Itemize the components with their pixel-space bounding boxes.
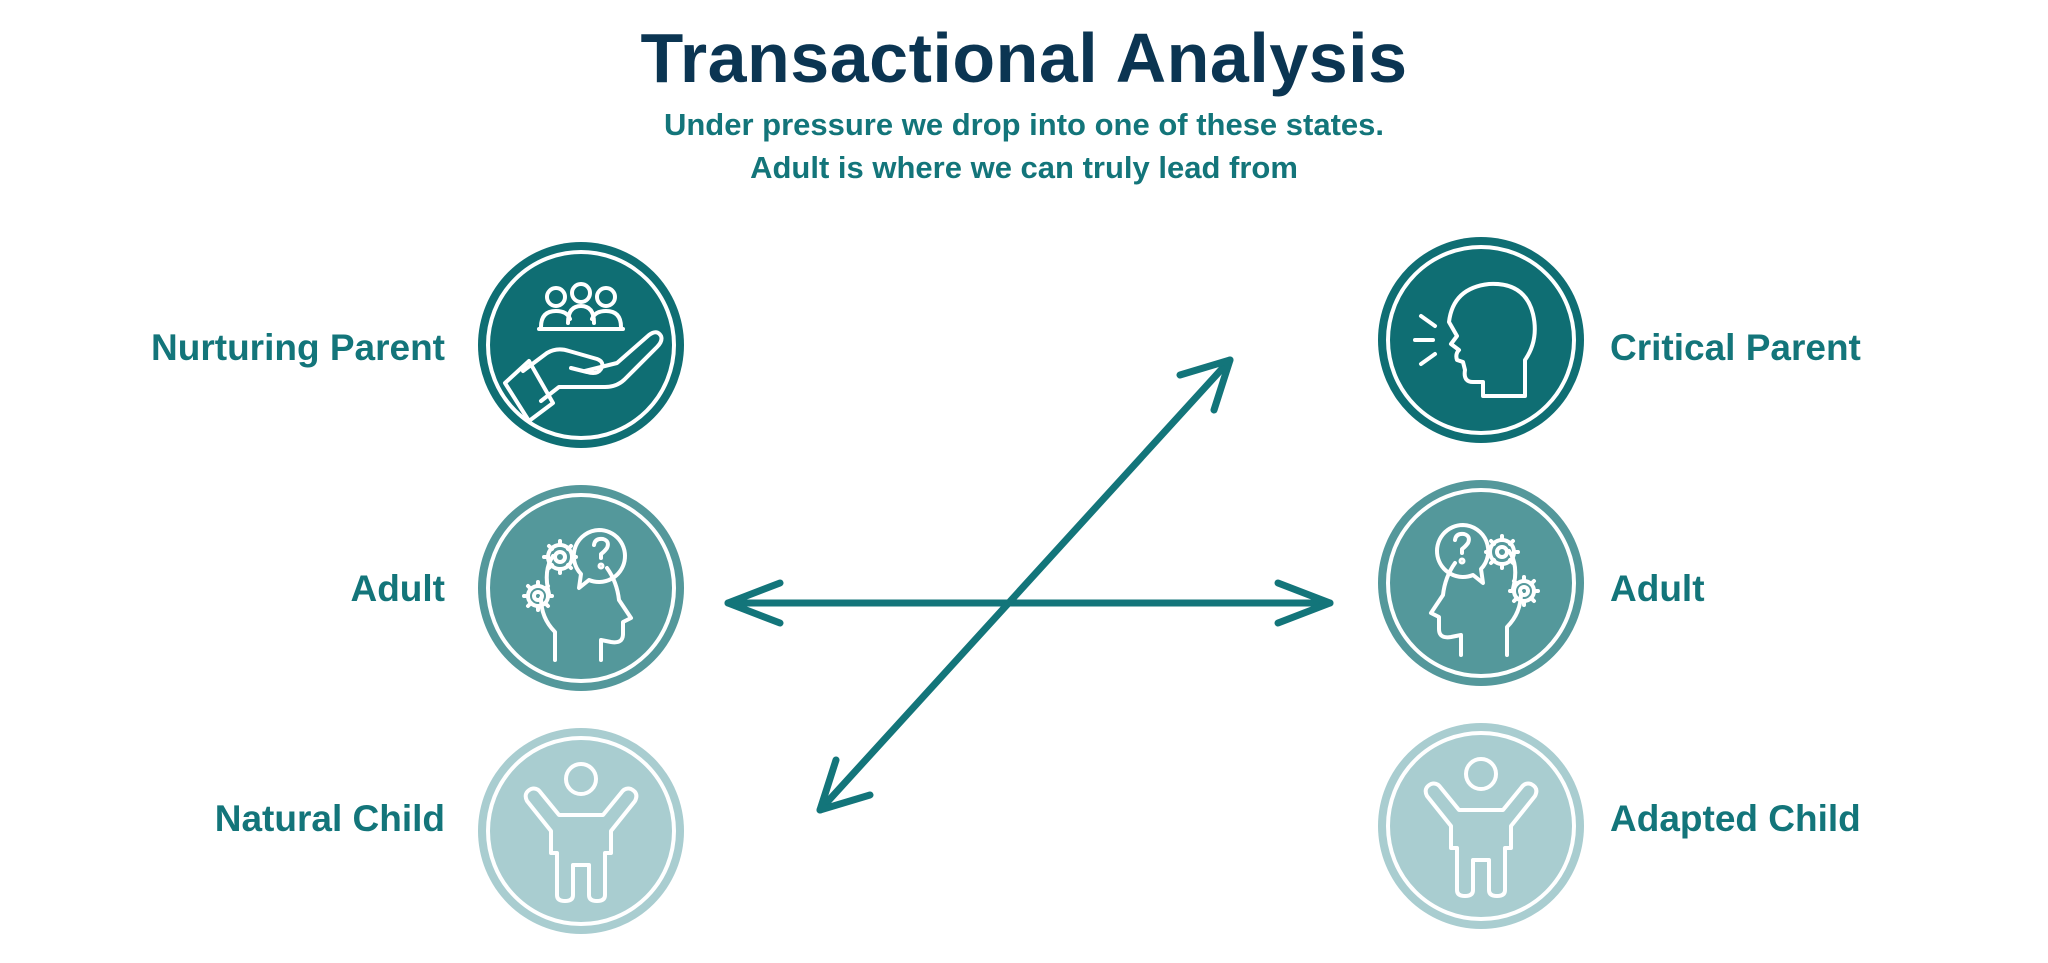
natural-child-circle	[477, 727, 685, 935]
child-arms-up-icon	[1378, 723, 1584, 929]
label-left-adult: Adult	[350, 568, 445, 609]
arrow-head-left	[724, 579, 784, 627]
child-arms-up-icon	[478, 728, 684, 934]
arrow-head-right	[1274, 579, 1334, 627]
subtitle-line-2: Adult is where we can truly lead from	[750, 150, 1298, 185]
label-right-adult: Adult	[1610, 568, 1705, 609]
label-natural-child: Natural Child	[214, 798, 445, 839]
thinking-head-icon	[478, 485, 684, 691]
speaking-head-icon	[1378, 237, 1584, 443]
diagram-title: Transactional Analysis	[640, 19, 1408, 97]
subtitle-line-1: Under pressure we drop into one of these…	[663, 107, 1385, 142]
label-adapted-child: Adapted Child	[1610, 798, 1861, 839]
label-nurturing-parent: Nurturing Parent	[151, 327, 445, 368]
arrow-head-lower-left	[816, 756, 874, 814]
thinking-head-icon	[1378, 480, 1584, 686]
arrow-head-upper-right	[1176, 356, 1234, 414]
adapted-child-circle	[1377, 722, 1585, 930]
label-critical-parent: Critical Parent	[1610, 327, 1861, 368]
hand-holding-people-icon	[478, 242, 684, 448]
right-adult-circle	[1377, 479, 1585, 687]
left-adult-circle	[477, 484, 685, 692]
critical-parent-circle	[1377, 236, 1585, 444]
diagonal-arrow-line	[816, 356, 1234, 814]
nurturing-parent-circle	[477, 241, 685, 449]
